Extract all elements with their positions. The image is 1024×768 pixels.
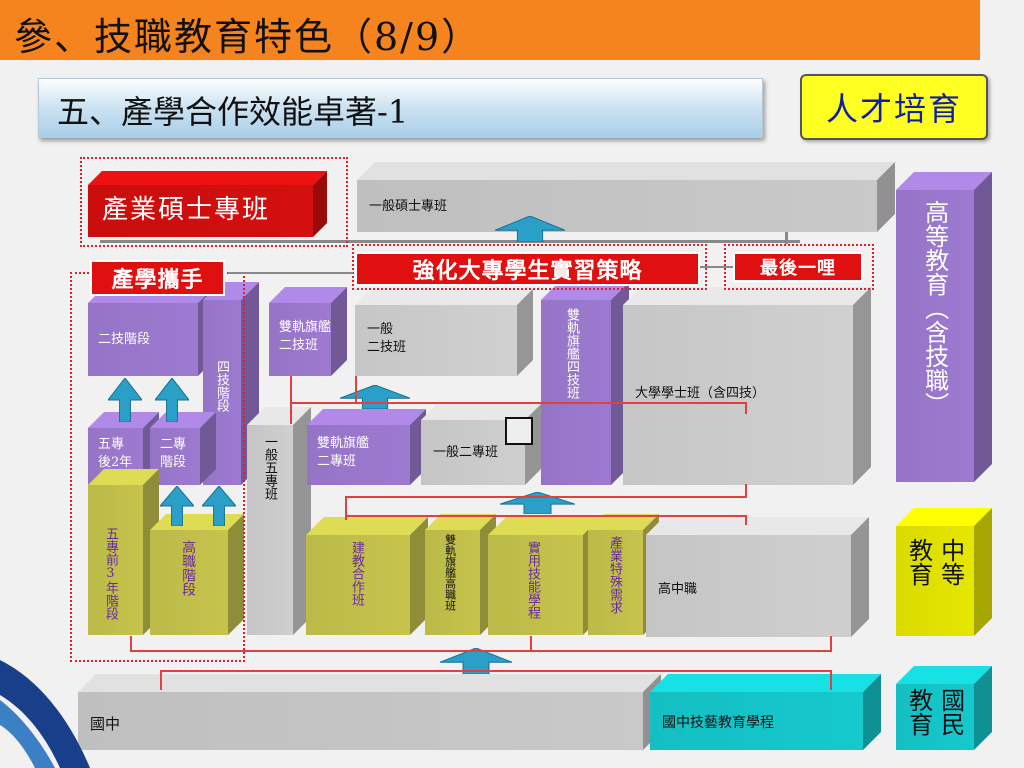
subtitle: 五、產學合作效能卓著-1 [57,93,409,131]
wide-up-arrow-icon-2year [500,492,575,514]
industry-academia-dashed-border [70,272,245,662]
gray-line-connector-2 [700,266,733,268]
industry-master-dashed-border [80,157,348,247]
general-master-box: 一般碩士專班 [357,162,895,232]
general-two-tech-label: 一般 二技班 [367,322,407,355]
gray-line-top [100,240,800,243]
wide-up-arrow-icon-2tech [340,385,410,409]
general-five-year-box: 一般五專班 [247,407,311,635]
vocational-stage-label: 高職階段 [180,540,197,596]
up-arrow-icon-3 [160,486,194,526]
red-line-b2 [745,484,747,498]
industry-special-label: 產業特殊需求 [606,536,622,614]
national-label-b: 教育 [904,688,933,736]
gray-line-right [785,232,788,244]
five-year-after-label: 五專 後2年 [98,437,133,470]
red-line-a1 [290,402,292,424]
dual-vocational-box: 雙軌旗艦高職班 [425,514,496,635]
construction-coop-label: 建教合作班 [348,541,364,606]
red-line-a3 [290,376,292,404]
page-title: 參、技職教育特色（8/9） [14,15,482,59]
corner-ribbon [0,660,90,768]
wide-up-arrow-icon-master [495,216,565,242]
general-master-label: 一般碩士專班 [369,199,448,214]
empty-checkbox-icon [505,417,533,445]
high-school-box: 高中職 [646,517,869,637]
dual-two-year-box: 雙軌旗艦 二專班 [307,409,426,485]
scroll-banner: 人才培育 [800,74,988,140]
high-school-label: 高中職 [658,582,698,597]
practical-skills-box: 實用技能學程 [488,517,601,635]
red-line-d2 [830,636,832,652]
industry-master-label: 產業碩士專班 [102,195,271,225]
red-line-e [160,670,830,672]
wide-up-arrow-icon-junior [440,648,512,674]
scroll-label: 人才培育 [825,90,962,128]
red-line-b1 [345,496,347,520]
junior-tech-program-label: 國中技藝教育學程 [662,715,774,731]
two-year-stage-label: 二專 階段 [160,437,187,470]
national-education-box: 國民教育 [896,666,992,750]
junior-tech-program-box: 國中技藝教育學程 [650,674,881,750]
red-line-c [345,515,745,517]
secondary-label-a: 中等 [936,538,965,586]
national-label-a: 國民 [936,688,965,736]
secondary-label-b: 教育 [904,538,933,586]
dual-two-tech-box: 雙軌旗艦 二技班 [269,287,347,376]
university-label: 大學學士班（含四技） [635,386,766,401]
internship-strategy-tag: 強化大專學生實習策略 [355,252,700,286]
general-two-tech-box: 一般 二技班 [355,289,533,376]
red-line-a [290,402,745,404]
general-two-year-label: 一般二專班 [433,445,499,460]
higher-education-box: 高等教育（含技職） [896,172,992,482]
red-line-d3 [530,636,532,652]
dual-vocational-label: 雙軌旗艦高職班 [443,534,457,611]
red-line-a4 [355,376,357,404]
subtitle-box: 五、產學合作效能卓著-1 [38,78,763,138]
red-line-c1 [745,515,747,525]
red-line-d1 [130,636,132,652]
last-mile-tag: 最後一哩 [733,252,863,282]
red-line-a2 [745,402,747,414]
gray-line-connector [228,272,353,274]
industry-academia-tag: 產學攜手 [90,260,225,296]
construction-coop-box: 建教合作班 [306,517,428,635]
up-arrow-icon-4 [202,486,236,526]
general-five-year-label: 一般五專班 [261,435,277,500]
five-year-before-label: 五專前3年階段 [102,527,118,620]
industry-master-box: 產業碩士專班 [88,171,327,237]
secondary-education-box: 中等教育 [896,508,992,636]
practical-skills-label: 實用技能學程 [524,541,540,619]
university-box: 大學學士班（含四技） [623,287,871,485]
two-tech-stage-label: 二技階段 [98,332,151,347]
up-arrow-icon-1 [108,378,142,422]
junior-high-label: 國中 [90,715,121,733]
dual-two-tech-label: 雙軌旗艦 二技班 [279,320,332,353]
up-arrow-icon-2 [155,378,189,422]
red-line-d [130,650,830,652]
junior-high-box: 國中 [78,674,661,750]
red-line-e2 [830,670,832,690]
dual-two-year-label: 雙軌旗艦 二專班 [317,436,370,469]
higher-education-label: 高等教育（含技職） [920,200,949,416]
title-bar [0,0,980,60]
dual-four-tech-label: 雙軌旗艦四技班 [563,308,579,399]
four-tech-stage-label: 四技階段 [213,360,229,412]
dual-four-tech-box: 雙軌旗艦四技班 [541,282,629,485]
red-line-b [345,496,745,498]
red-line-e1 [160,670,162,690]
